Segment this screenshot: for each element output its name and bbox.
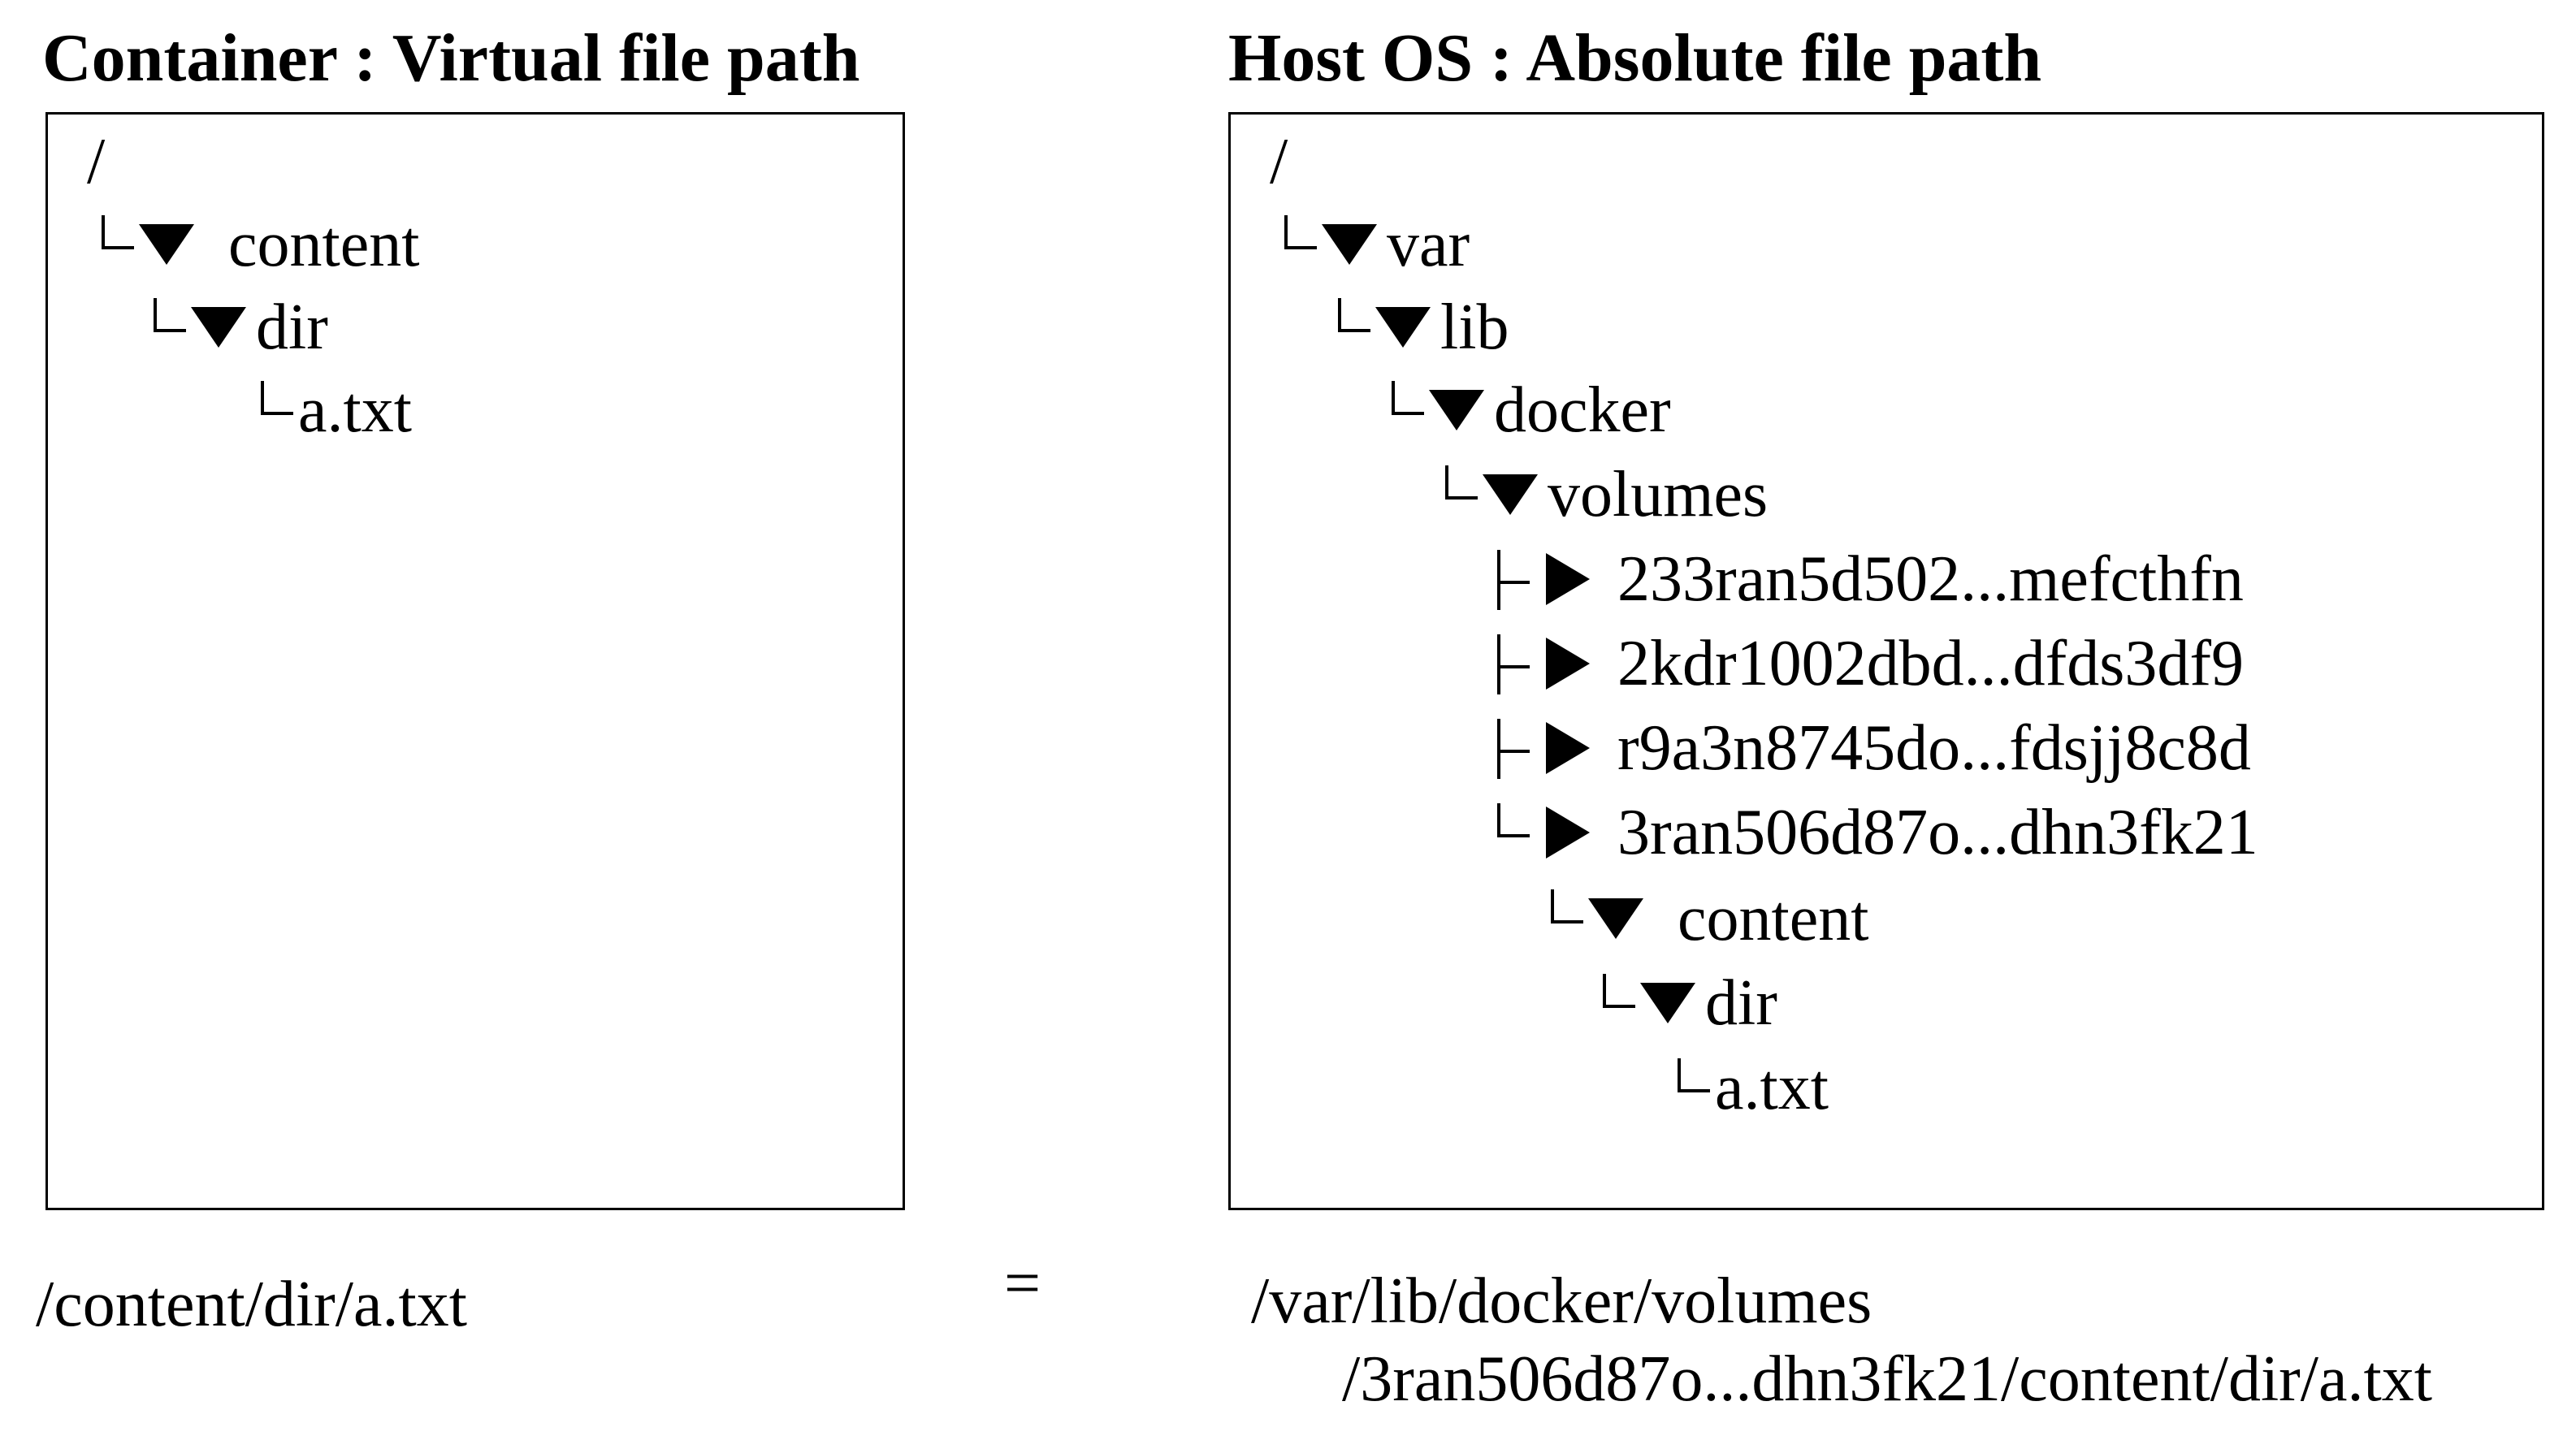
tree-branch-connector xyxy=(1489,707,1530,789)
tree-branch-connector xyxy=(253,370,293,451)
triangle-right-icon xyxy=(1546,807,1590,859)
root-label: / xyxy=(1270,126,1288,197)
container-heading: Container : Virtual file path xyxy=(42,20,860,96)
triangle-right-icon xyxy=(1546,638,1590,690)
tree-branch-connector xyxy=(1489,538,1530,620)
tree-node-dir: dir xyxy=(1595,962,1777,1044)
triangle-down-icon xyxy=(1483,474,1538,515)
node-label: content xyxy=(228,209,420,280)
host-path-line-1: /var/lib/docker/volumes xyxy=(1251,1265,1872,1337)
host-os-heading: Host OS : Absolute file path xyxy=(1228,20,2042,96)
node-label: a.txt xyxy=(1715,1052,1829,1123)
tree-branch-connector xyxy=(1669,1047,1710,1128)
node-label: dir xyxy=(1705,967,1777,1039)
tree-node-lib: lib xyxy=(1330,287,1509,368)
tree-branch-connector xyxy=(1489,792,1530,873)
node-label: dir xyxy=(256,292,328,363)
tree-node-file: a.txt xyxy=(1669,1047,1829,1128)
triangle-down-icon xyxy=(1375,307,1431,348)
node-label: docker xyxy=(1494,374,1671,446)
node-label: var xyxy=(1387,209,1470,280)
tree-node-dir: dir xyxy=(145,287,328,368)
node-label: 233ran5d502...mefcthfn xyxy=(1617,543,2244,615)
tree-root: / xyxy=(1270,121,1288,202)
container-tree-panel: / content dir a.txt xyxy=(45,112,905,1210)
node-label: lib xyxy=(1440,292,1509,363)
triangle-down-icon xyxy=(1322,224,1377,265)
tree-branch-connector xyxy=(1383,370,1424,451)
tree-node-volumes: volumes xyxy=(1437,454,1768,535)
tree-node-volume: 3ran506d87o...dhn3fk21 xyxy=(1489,792,2258,873)
tree-node-var: var xyxy=(1276,204,1470,285)
tree-root: / xyxy=(87,121,105,202)
tree-node-docker: docker xyxy=(1383,370,1671,451)
root-label: / xyxy=(87,126,106,197)
tree-branch-connector xyxy=(93,204,134,285)
triangle-down-icon xyxy=(1429,390,1484,430)
tree-node-file: a.txt xyxy=(253,370,412,451)
tree-node-volume: 2kdr1002dbd...dfds3df9 xyxy=(1489,623,2244,704)
triangle-down-icon xyxy=(1588,898,1643,939)
node-label: r9a3n8745do...fdsjj8c8d xyxy=(1617,712,2251,784)
triangle-down-icon xyxy=(191,307,246,348)
host-path-line-2: /3ran506d87o...dhn3fk21/content/dir/a.tx… xyxy=(1342,1343,2432,1415)
tree-node-volume: 233ran5d502...mefcthfn xyxy=(1489,538,2244,620)
tree-node-content: content xyxy=(1543,878,1868,959)
container-path: /content/dir/a.txt xyxy=(36,1269,467,1340)
node-label: volumes xyxy=(1548,459,1769,530)
tree-branch-connector xyxy=(1489,623,1530,704)
node-label: a.txt xyxy=(298,374,412,446)
triangle-down-icon xyxy=(1640,983,1695,1023)
tree-branch-connector xyxy=(1543,878,1583,959)
tree-branch-connector xyxy=(1595,962,1635,1044)
tree-branch-connector xyxy=(1330,287,1370,368)
node-label: 2kdr1002dbd...dfds3df9 xyxy=(1617,628,2245,699)
triangle-right-icon xyxy=(1546,722,1590,774)
triangle-down-icon xyxy=(139,224,194,265)
host-tree-panel: / var lib docker volumes 233ran5d502...m… xyxy=(1228,112,2544,1210)
tree-node-volume: r9a3n8745do...fdsjj8c8d xyxy=(1489,707,2251,789)
tree-branch-connector xyxy=(1276,204,1317,285)
tree-node-content: content xyxy=(93,204,419,285)
tree-branch-connector xyxy=(145,287,186,368)
node-label: content xyxy=(1678,883,1869,954)
equals-sign: = xyxy=(1004,1248,1041,1319)
triangle-right-icon xyxy=(1546,553,1590,605)
node-label: 3ran506d87o...dhn3fk21 xyxy=(1617,797,2258,868)
tree-branch-connector xyxy=(1437,454,1478,535)
